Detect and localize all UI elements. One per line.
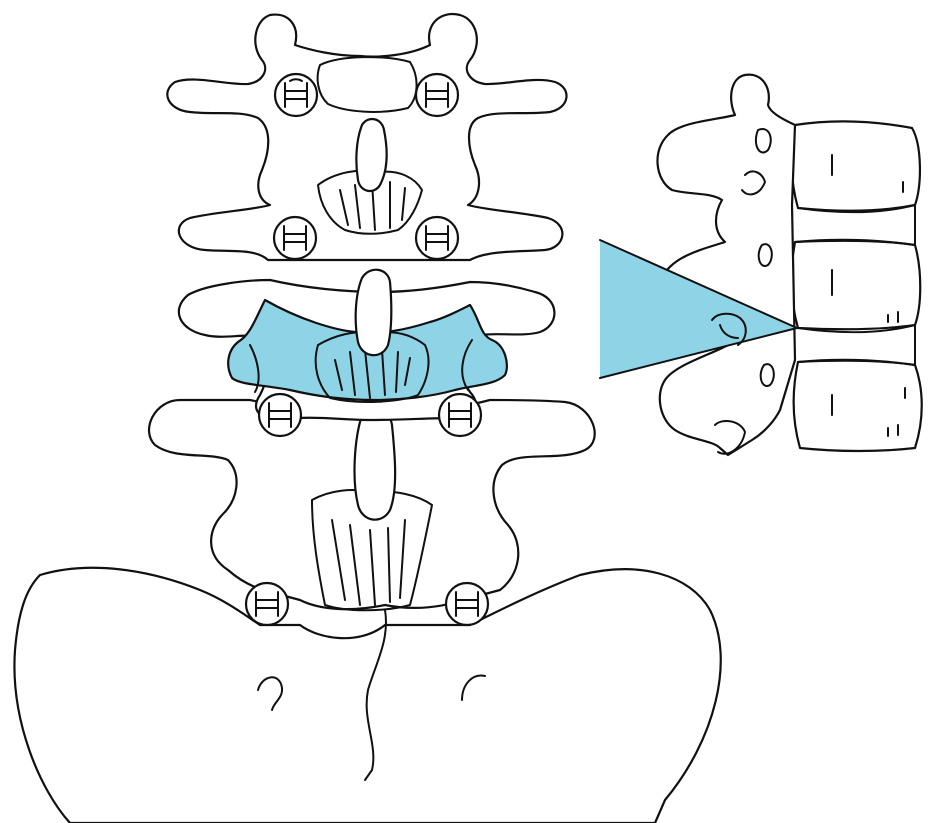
lateral-body-upper <box>792 121 920 210</box>
facet-joint-l4l5-right <box>439 394 481 436</box>
lateral-body-lower <box>794 360 922 451</box>
posterior-view <box>14 14 720 823</box>
facet-joint-l3-right <box>416 74 458 116</box>
facet-joint-l4l5-left <box>259 394 301 436</box>
l5-spinous-process <box>355 410 396 520</box>
facet-joint-l5s1-right <box>446 583 488 625</box>
lateral-posterior-elements <box>657 75 795 455</box>
facet-joint-l3l4-left <box>274 217 316 259</box>
facet-joint-l5s1-left <box>246 583 288 625</box>
facet-joint-l3l4-right <box>416 217 458 259</box>
lateral-body-middle <box>792 240 921 329</box>
lateral-view <box>657 75 921 455</box>
l3-spinous-process <box>356 119 386 191</box>
l4-spinous-process <box>356 270 392 355</box>
facet-joint-l3-left <box>275 74 317 116</box>
